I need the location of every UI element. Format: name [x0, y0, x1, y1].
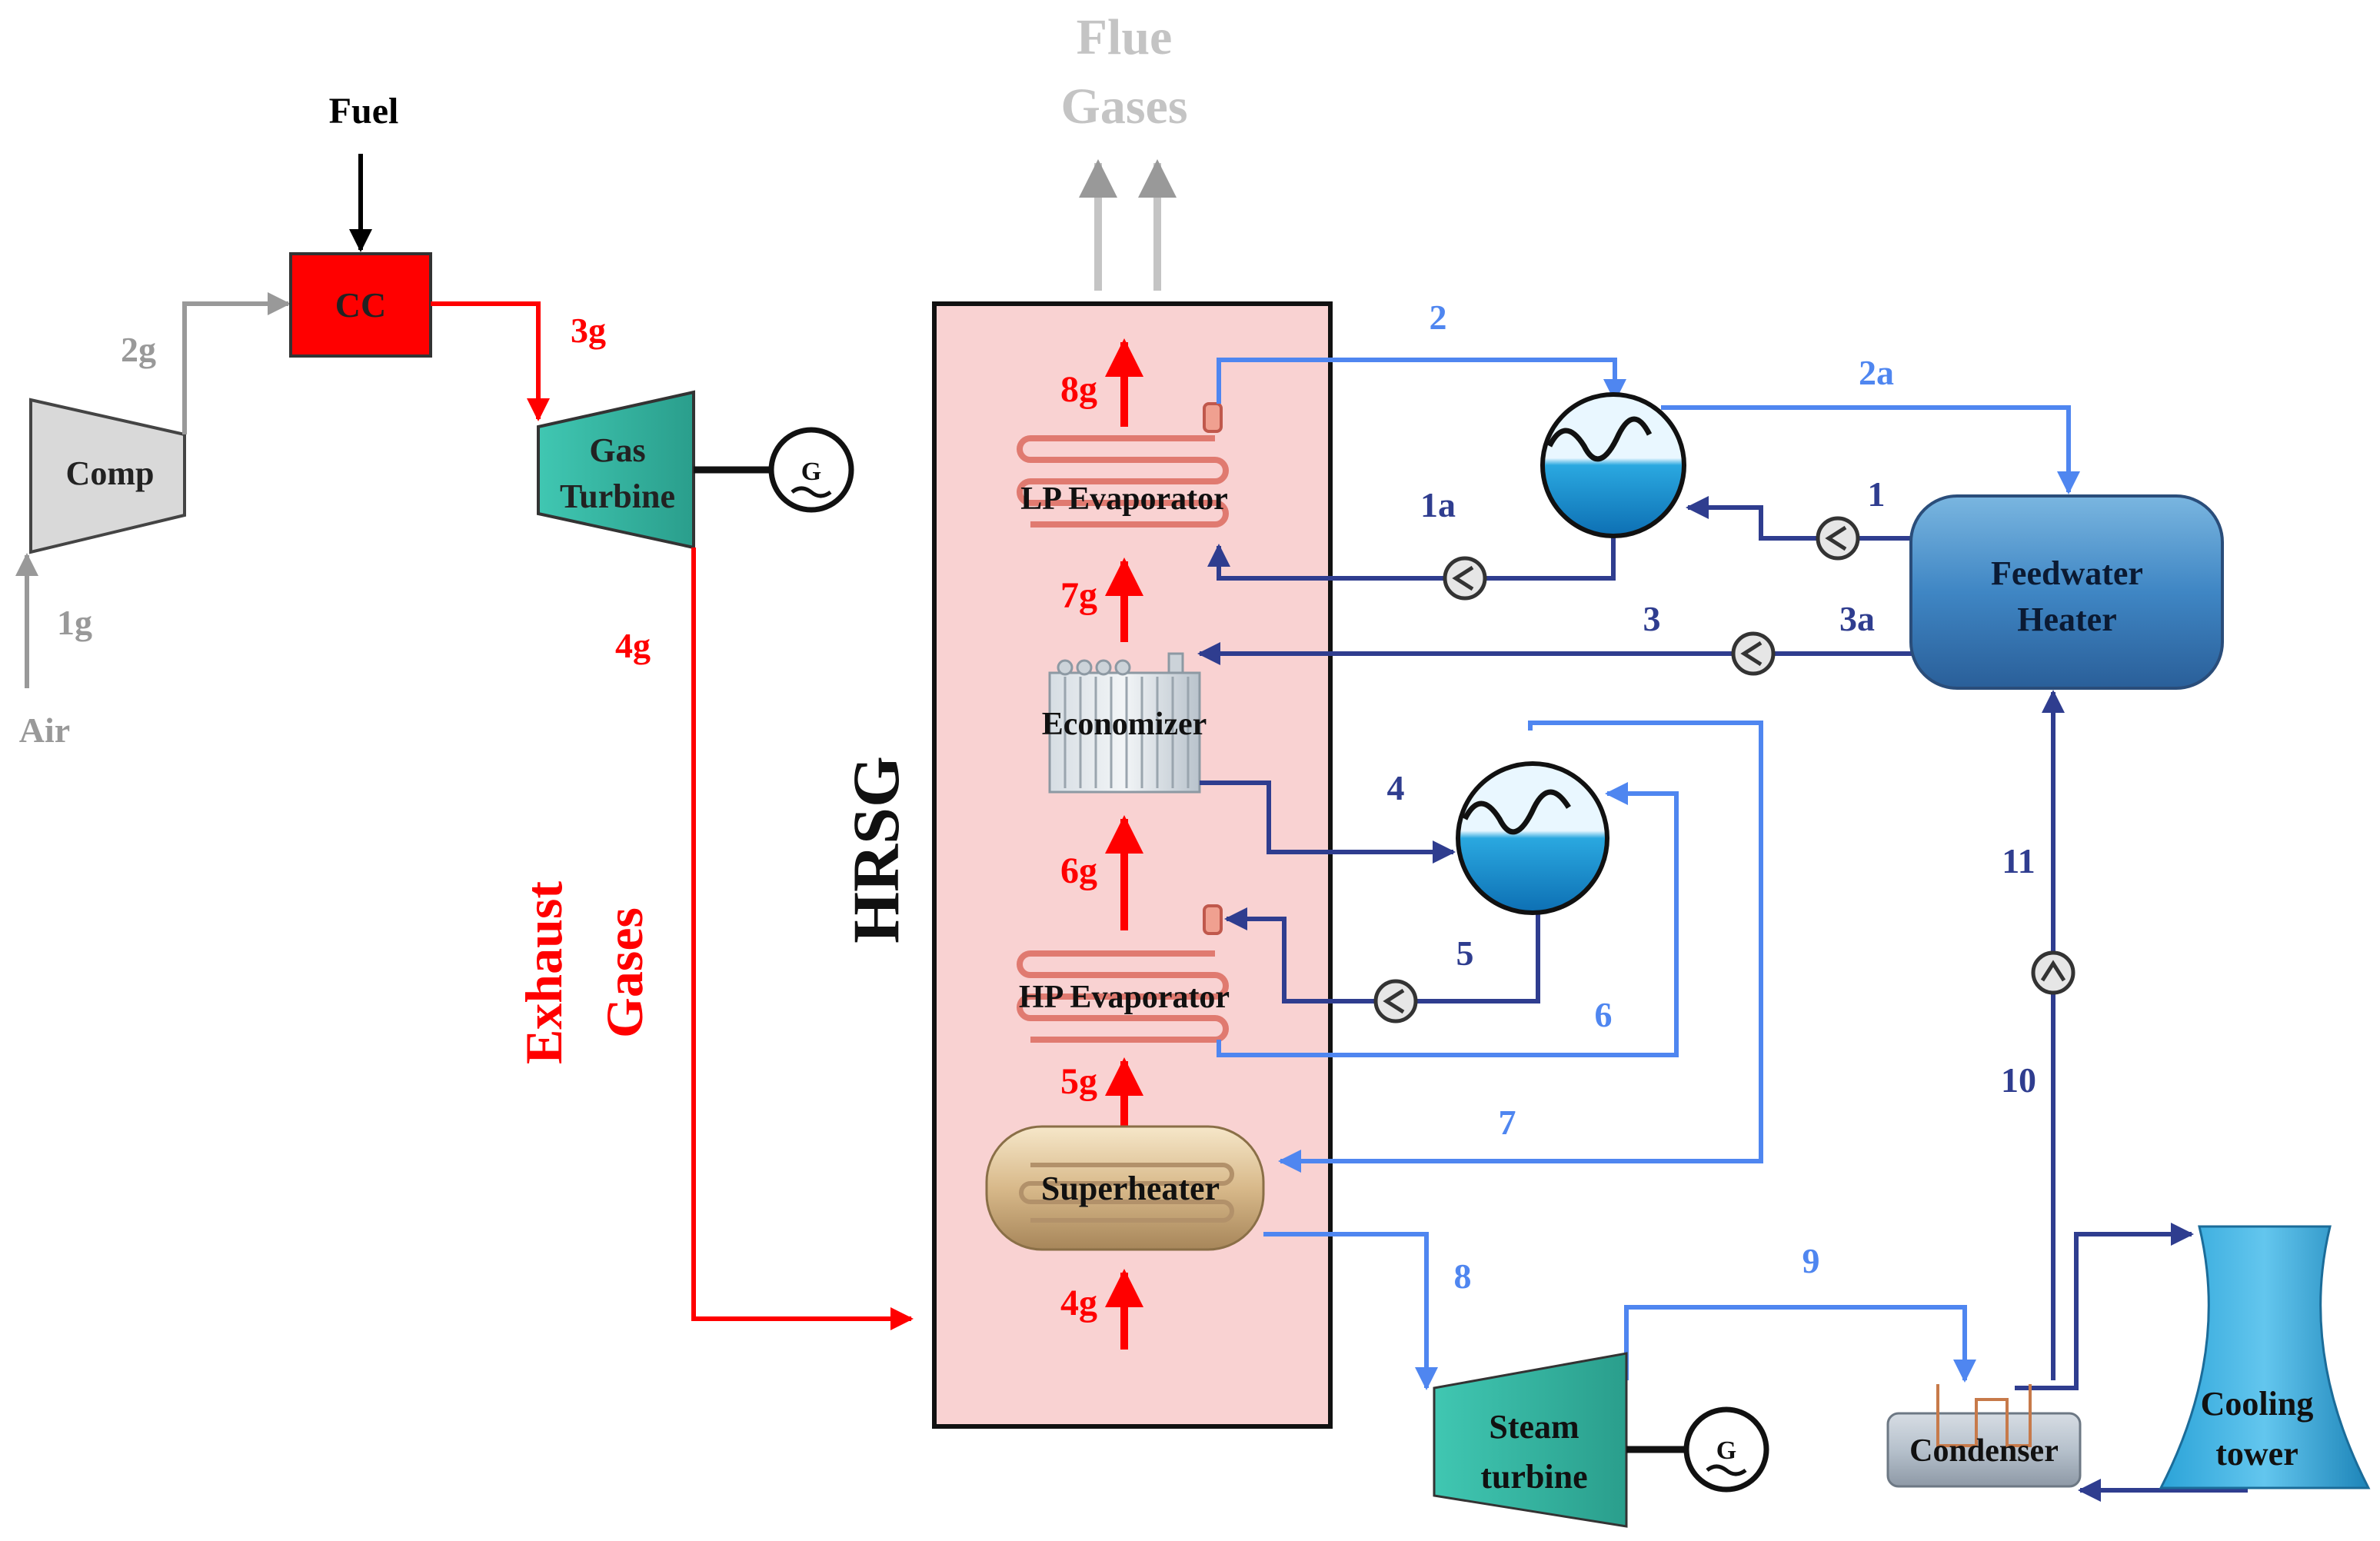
- gas-turbine-label-1: Gas: [589, 431, 645, 469]
- stream-3g-line: [431, 301, 550, 421]
- cooling-tower-label-1: Cooling: [2201, 1385, 2314, 1423]
- flue-gases-label-2: Gases: [1061, 78, 1188, 135]
- stream-5-label: 5: [1456, 934, 1474, 973]
- hrsg-title: HRSG: [839, 756, 913, 944]
- stream-7-line: [1278, 721, 1763, 1173]
- stream-3a-label: 3a: [1839, 599, 1875, 638]
- stream-3-label: 3: [1643, 599, 1661, 638]
- hp-drum: [1456, 761, 1609, 915]
- stream-4g-exhaust-line: [691, 548, 914, 1330]
- stream-5g-label: 5g: [1060, 1061, 1097, 1102]
- stream-7g-label: 7g: [1060, 575, 1097, 616]
- hrsg-box: [932, 301, 1333, 1429]
- cooling-tower: [2159, 1225, 2371, 1489]
- gas-turbine-section: Comp Air 1g 2g CC Fuel 3g Gas Turbine G …: [15, 91, 914, 1330]
- stream-11-label: 11: [2002, 841, 2035, 880]
- lp-evaporator: [1017, 402, 1229, 528]
- stream-8-label: 8: [1454, 1256, 1472, 1296]
- steam-turbine-generator: [1683, 1406, 1769, 1493]
- combustion-chamber: [289, 252, 432, 358]
- stream-labels: 2 2a 1a 1 3 3a 4 5 6 7 8 9 10 11: [1387, 298, 2037, 1296]
- stream-8-line: [1263, 1232, 1438, 1390]
- combustion-chamber-label: CC: [335, 285, 386, 325]
- steam-turbine: [1433, 1352, 1628, 1528]
- superheater-label: Superheater: [1041, 1170, 1220, 1207]
- generator-icon: G: [801, 458, 821, 486]
- exhaust-gases-label-1: Exhaust: [514, 881, 573, 1064]
- air-label: Air: [19, 711, 70, 750]
- fuel-label: Fuel: [329, 91, 399, 131]
- hp-evaporator-label: HP Evaporator: [1019, 980, 1230, 1015]
- pump-feedwater-3-icon: [1731, 631, 1776, 676]
- generator-wave-icon: [1706, 1464, 1747, 1476]
- hrsg-section: HRSG Flue Gases 4g 5g 6g 7g 8g LP Evapor…: [839, 9, 1333, 1429]
- stream-4-line: [1200, 780, 1456, 864]
- stream-1g-label: 1g: [57, 603, 92, 642]
- pump-lp-recirc-icon: [1443, 556, 1487, 601]
- stream-2-line: [1217, 358, 1626, 404]
- stream-6-line: [1217, 782, 1679, 1057]
- cooling-water-out-line: [2015, 1223, 2194, 1390]
- stream-2g-line: [182, 292, 291, 434]
- stream-7-label: 7: [1499, 1103, 1516, 1142]
- stream-4g-hrsg-label: 4g: [1060, 1283, 1097, 1323]
- feedwater-heater-label-2: Heater: [2017, 601, 2116, 638]
- stream-1-label: 1: [1868, 474, 1886, 514]
- steam-turbine-label-1: Steam: [1489, 1408, 1579, 1446]
- stream-2g-label: 2g: [121, 330, 156, 369]
- generator-wave-icon: [791, 486, 832, 498]
- exhaust-gases-label-2: Gases: [595, 907, 654, 1038]
- stream-9-line: [1624, 1305, 1976, 1383]
- lp-drum: [1540, 392, 1686, 538]
- stream-5-line: [1224, 907, 1540, 1003]
- generator-icon: G: [1716, 1436, 1736, 1465]
- lp-recirc-line: [1207, 523, 1616, 581]
- gas-turbine-label-2: Turbine: [560, 478, 675, 515]
- condenser-label: Condenser: [1909, 1433, 2059, 1469]
- feedwater-heater: [1909, 494, 2224, 690]
- pump-condensate-icon: [2031, 950, 2075, 995]
- cooling-tower-label-2: tower: [2215, 1435, 2298, 1473]
- stream-4g-label: 4g: [615, 626, 651, 665]
- stream-2a-line: [1661, 405, 2080, 494]
- pumps: [1373, 516, 2075, 1023]
- stream-3g-label: 3g: [571, 311, 606, 350]
- stream-2a-label: 2a: [1859, 353, 1894, 392]
- feedwater-heater-label-1: Feedwater: [1991, 554, 2143, 592]
- stream-6g-label: 6g: [1060, 850, 1097, 891]
- stream-10-label: 10: [2001, 1060, 2036, 1100]
- gas-turbine: [537, 390, 695, 550]
- stream-6-label: 6: [1595, 995, 1613, 1034]
- lp-evaporator-label: LP Evaporator: [1020, 481, 1228, 517]
- steam-turbine-label-2: turbine: [1480, 1458, 1587, 1496]
- pump-hp-recirc-icon: [1373, 979, 1418, 1023]
- stream-8g-label: 8g: [1060, 369, 1097, 410]
- stream-2-label: 2: [1430, 298, 1447, 337]
- superheater: [985, 1125, 1265, 1251]
- compressor-label: Comp: [66, 454, 155, 492]
- economizer-label: Economizer: [1042, 707, 1207, 742]
- stream-9-label: 9: [1802, 1241, 1820, 1280]
- gas-turbine-generator: [768, 427, 854, 513]
- compressor: [29, 398, 186, 554]
- stream-1a-label: 1a: [1420, 485, 1456, 524]
- economizer: [1048, 652, 1201, 794]
- condenser: [1886, 1384, 2082, 1488]
- stream-4-label: 4: [1387, 768, 1405, 807]
- pump-feedwater-1-icon: [1816, 516, 1860, 561]
- flue-gases-label-1: Flue: [1077, 9, 1173, 65]
- hp-evaporator: [1017, 904, 1229, 1043]
